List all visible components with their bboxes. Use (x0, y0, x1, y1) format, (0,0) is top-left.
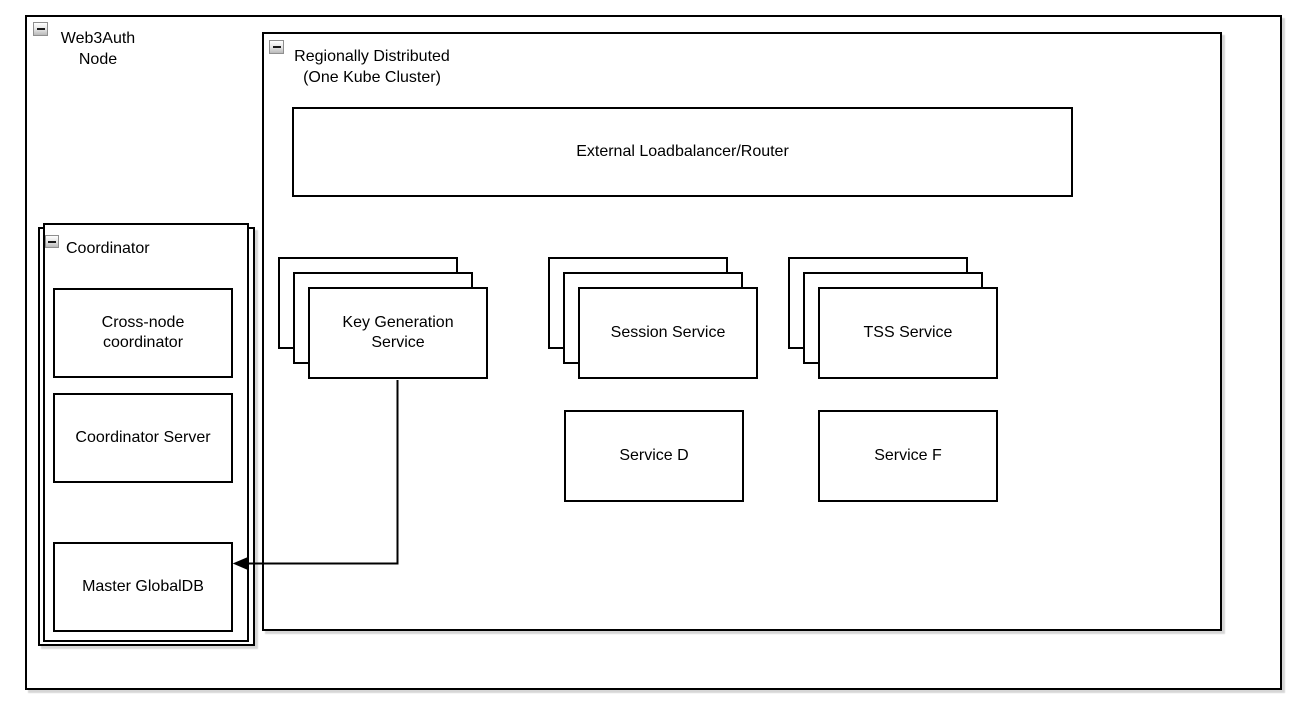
coordinator-server-label: Coordinator Server (75, 429, 211, 446)
session-service-label: Session Service (610, 324, 726, 341)
node-service-d[interactable]: Service D (564, 410, 744, 502)
regionally-distributed-label: Regionally Distributed (One Kube Cluster… (294, 48, 450, 86)
node-session-service[interactable]: Session Service (578, 287, 758, 379)
regionally-distributed-collapse-button[interactable] (269, 40, 284, 54)
web3auth-node-label: Web3Auth Node (60, 30, 136, 68)
node-cross-node-coordinator[interactable]: Cross-node coordinator (53, 288, 233, 378)
node-key-generation-service[interactable]: Key Generation Service (308, 287, 488, 379)
service-d-label: Service D (619, 447, 689, 464)
key-generation-service-label: Key Generation Service (342, 314, 454, 351)
tss-service-label: TSS Service (863, 324, 953, 341)
node-master-globaldb[interactable]: Master GlobalDB (53, 542, 233, 632)
web3auth-node-collapse-button[interactable] (33, 22, 48, 36)
minus-icon (36, 28, 45, 30)
external-loadbalancer-label: External Loadbalancer/Router (576, 143, 789, 160)
node-service-f[interactable]: Service F (818, 410, 998, 502)
node-coordinator-server[interactable]: Coordinator Server (53, 393, 233, 483)
node-tss-service[interactable]: TSS Service (818, 287, 998, 379)
minus-icon (48, 240, 56, 243)
node-external-loadbalancer[interactable]: External Loadbalancer/Router (292, 107, 1073, 197)
coordinator-collapse-button[interactable] (45, 235, 59, 248)
minus-icon (272, 46, 281, 48)
service-f-label: Service F (874, 447, 942, 464)
coordinator-label: Coordinator (66, 240, 150, 257)
cross-node-coordinator-label: Cross-node coordinator (101, 314, 185, 351)
master-globaldb-label: Master GlobalDB (82, 578, 204, 595)
